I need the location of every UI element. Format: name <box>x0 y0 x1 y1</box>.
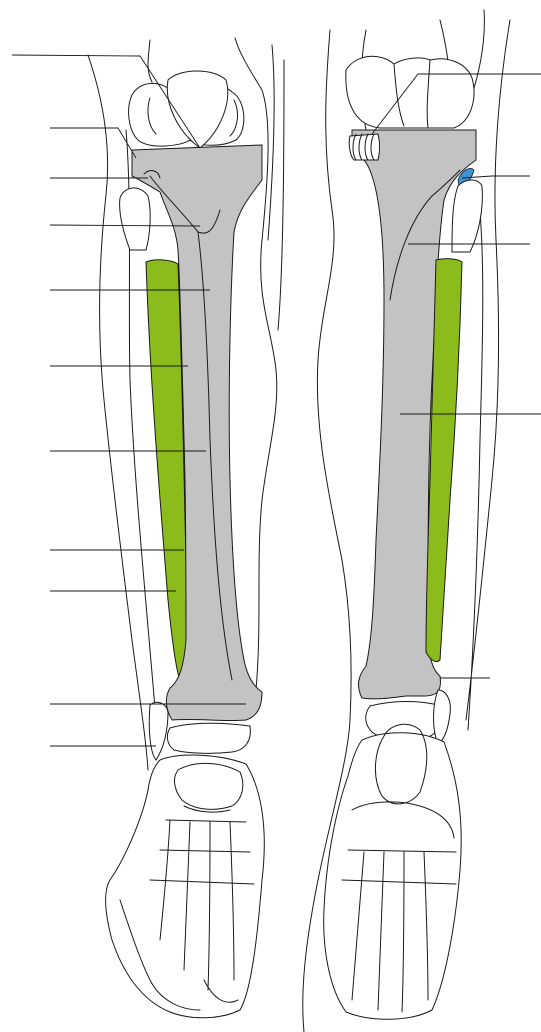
anterior-medial-malleolus <box>149 702 168 760</box>
anterior-talus <box>167 723 250 753</box>
anterior-foot <box>106 755 265 1018</box>
posterior-view <box>303 10 541 1032</box>
posterior-femur-condyles <box>346 56 474 128</box>
anterior-fibula-head <box>120 188 151 250</box>
posterior-fibula-head <box>452 180 482 252</box>
anterior-view <box>12 38 284 1018</box>
posterior-lateral-malleolus <box>434 690 451 744</box>
posterior-foot <box>324 733 462 1020</box>
